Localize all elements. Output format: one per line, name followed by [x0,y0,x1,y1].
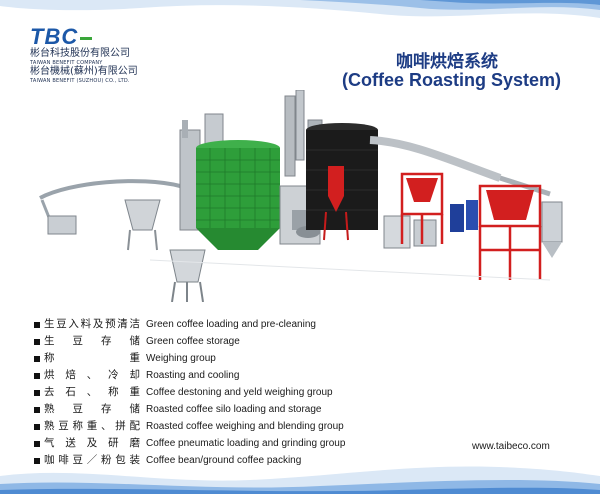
process-item-en: Coffee bean/ground coffee packing [146,455,302,466]
page-title-cn: 咖啡烘焙系统 [396,52,498,72]
bullet-square-icon [34,372,40,379]
company-logo: TBC 彬台科技股份有限公司 TAIWAN BENEFIT COMPANY 彬台… [30,24,138,85]
process-item-cn: 生 豆 存 储 [44,335,140,347]
bullet-square-icon [34,440,40,447]
top-wave-decoration [0,0,600,18]
company-name-cn-2: 彬台機械(蘇州)有限公司 [30,66,138,77]
process-item-en: Coffee destoning and yeld weighing group [146,387,333,398]
process-item-cn: 生豆入料及预清洁 [44,318,140,330]
process-item-en: Roasting and cooling [146,370,240,381]
logo-text: TBC [30,24,79,49]
bottom-wave-decoration [0,466,600,494]
company-name-cn-1: 彬台科技股份有限公司 [30,48,130,59]
company-name-en-1: TAIWAN BENEFIT COMPANY [30,60,103,66]
list-item: 咖啡豆／粉包装 Coffee bean/ground coffee packing [34,452,345,469]
website-url: www.taibeco.com [472,441,550,452]
list-item: 气 送 及 研 磨 Coffee pneumatic loading and gr… [34,435,345,452]
process-item-en: Green coffee loading and pre-cleaning [146,319,316,330]
list-item: 去 石 、 称 重 Coffee destoning and yeld weigh… [34,384,345,401]
bullet-square-icon [34,389,40,396]
list-item: 烘 焙 、 冷 却 Roasting and cooling [34,367,345,384]
bullet-square-icon [34,406,40,413]
bullet-square-icon [34,457,40,464]
process-item-cn: 咖啡豆／粉包装 [44,454,140,466]
bullet-square-icon [34,321,40,328]
process-item-cn: 称 重 [44,352,140,364]
process-item-en: Green coffee storage [146,336,240,347]
bullet-square-icon [34,355,40,362]
process-item-en: Weighing group [146,353,216,364]
process-item-cn: 烘 焙 、 冷 却 [44,369,140,381]
list-item: 生豆入料及预清洁 Green coffee loading and pre-cle… [34,316,345,333]
process-item-cn: 去 石 、 称 重 [44,386,140,398]
page-title-en: (Coffee Roasting System) [342,70,562,90]
company-name-en-2: TAIWAN BENEFIT (SUZHOU) CO., LTD. [30,78,130,84]
coffee-plant-illustration [39,90,563,302]
list-item: 称 重 Weighing group [34,350,345,367]
process-item-en: Roasted coffee silo loading and storage [146,404,322,415]
process-item-cn: 熟 豆 存 储 [44,403,140,415]
process-item-cn: 气 送 及 研 磨 [44,437,140,449]
process-list: 生豆入料及预清洁 Green coffee loading and pre-cle… [34,316,345,469]
list-item: 熟豆称重、拼配 Roasted coffee weighing and blend… [34,418,345,435]
process-item-cn: 熟豆称重、拼配 [44,420,140,432]
bullet-square-icon [34,338,40,345]
bullet-square-icon [34,423,40,430]
logo-dash-icon [80,36,93,40]
process-item-en: Roasted coffee weighing and blending gro… [146,421,344,432]
list-item: 熟 豆 存 储 Roasted coffee silo loading and s… [34,401,345,418]
process-item-en: Coffee pneumatic loading and grinding gr… [146,438,346,449]
list-item: 生 豆 存 储 Green coffee storage [34,333,345,350]
